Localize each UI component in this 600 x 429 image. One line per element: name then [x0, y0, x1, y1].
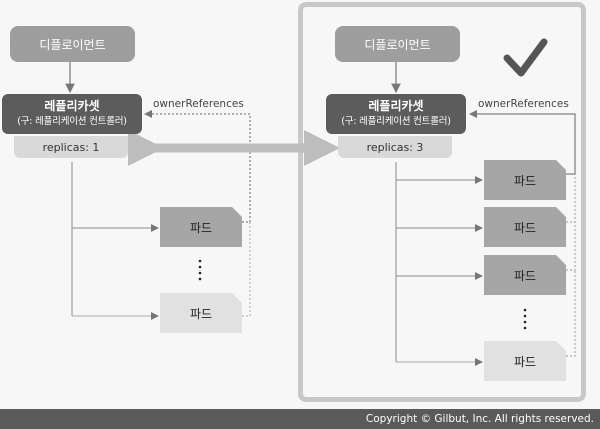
right-pod-1: 파드 — [484, 160, 566, 200]
right-ellipsis — [523, 308, 527, 330]
check-icon — [503, 38, 548, 77]
left-owner-ref-line-2 — [242, 222, 251, 317]
left-owner-references-label: ownerReferences — [153, 98, 244, 110]
left-ellipsis — [198, 259, 202, 281]
right-deployment-label: 디플로이먼트 — [364, 37, 431, 52]
right-owner-ref-line — [469, 110, 576, 175]
right-deployment-box: 디플로이먼트 — [335, 26, 460, 62]
left-replicas-text: replicas: 1 — [42, 140, 100, 154]
left-pod-2: 파드 — [160, 293, 242, 333]
right-owner-ref-dotted — [566, 174, 576, 357]
right-pod-4: 파드 — [484, 341, 566, 381]
left-owner-ref-line — [144, 110, 251, 223]
right-replicas-box: replicas: 3 — [338, 136, 452, 158]
left-pod-2-label: 파드 — [189, 306, 213, 321]
copyright-text: Copyright © Gilbut, Inc. All rights rese… — [365, 413, 594, 425]
copyright-footer: Copyright © Gilbut, Inc. All rights rese… — [0, 409, 600, 429]
right-pod-4-label: 파드 — [513, 354, 537, 369]
selected-state-panel — [298, 2, 586, 402]
left-deployment-box: 디플로이먼트 — [10, 26, 135, 62]
right-owner-references-label: ownerReferences — [478, 98, 569, 110]
right-pod-3-label: 파드 — [513, 268, 537, 283]
left-replicaset-sub-label: (구: 레플리케이션 컨트롤러) — [17, 116, 127, 127]
left-replicaset-box: 레플리카셋 (구: 레플리케이션 컨트롤러) — [2, 94, 142, 134]
left-replicaset-label: 레플리카셋 — [44, 99, 100, 113]
right-pod-1-label: 파드 — [513, 173, 537, 188]
left-deployment-label: 디플로이먼트 — [39, 37, 106, 52]
left-pod-1-label: 파드 — [189, 220, 213, 235]
right-pod-2-label: 파드 — [513, 220, 537, 235]
right-replicaset-label: 레플리카셋 — [368, 99, 424, 113]
left-pod-1: 파드 — [160, 207, 242, 247]
left-replicas-box: replicas: 1 — [14, 136, 128, 158]
right-pod-3: 파드 — [484, 255, 566, 295]
right-replicaset-sub-label: (구: 레플리케이션 컨트롤러) — [341, 116, 451, 127]
right-replicas-text: replicas: 3 — [366, 140, 424, 154]
right-pod-2: 파드 — [484, 207, 566, 247]
right-replicaset-box: 레플리카셋 (구: 레플리케이션 컨트롤러) — [326, 94, 466, 134]
